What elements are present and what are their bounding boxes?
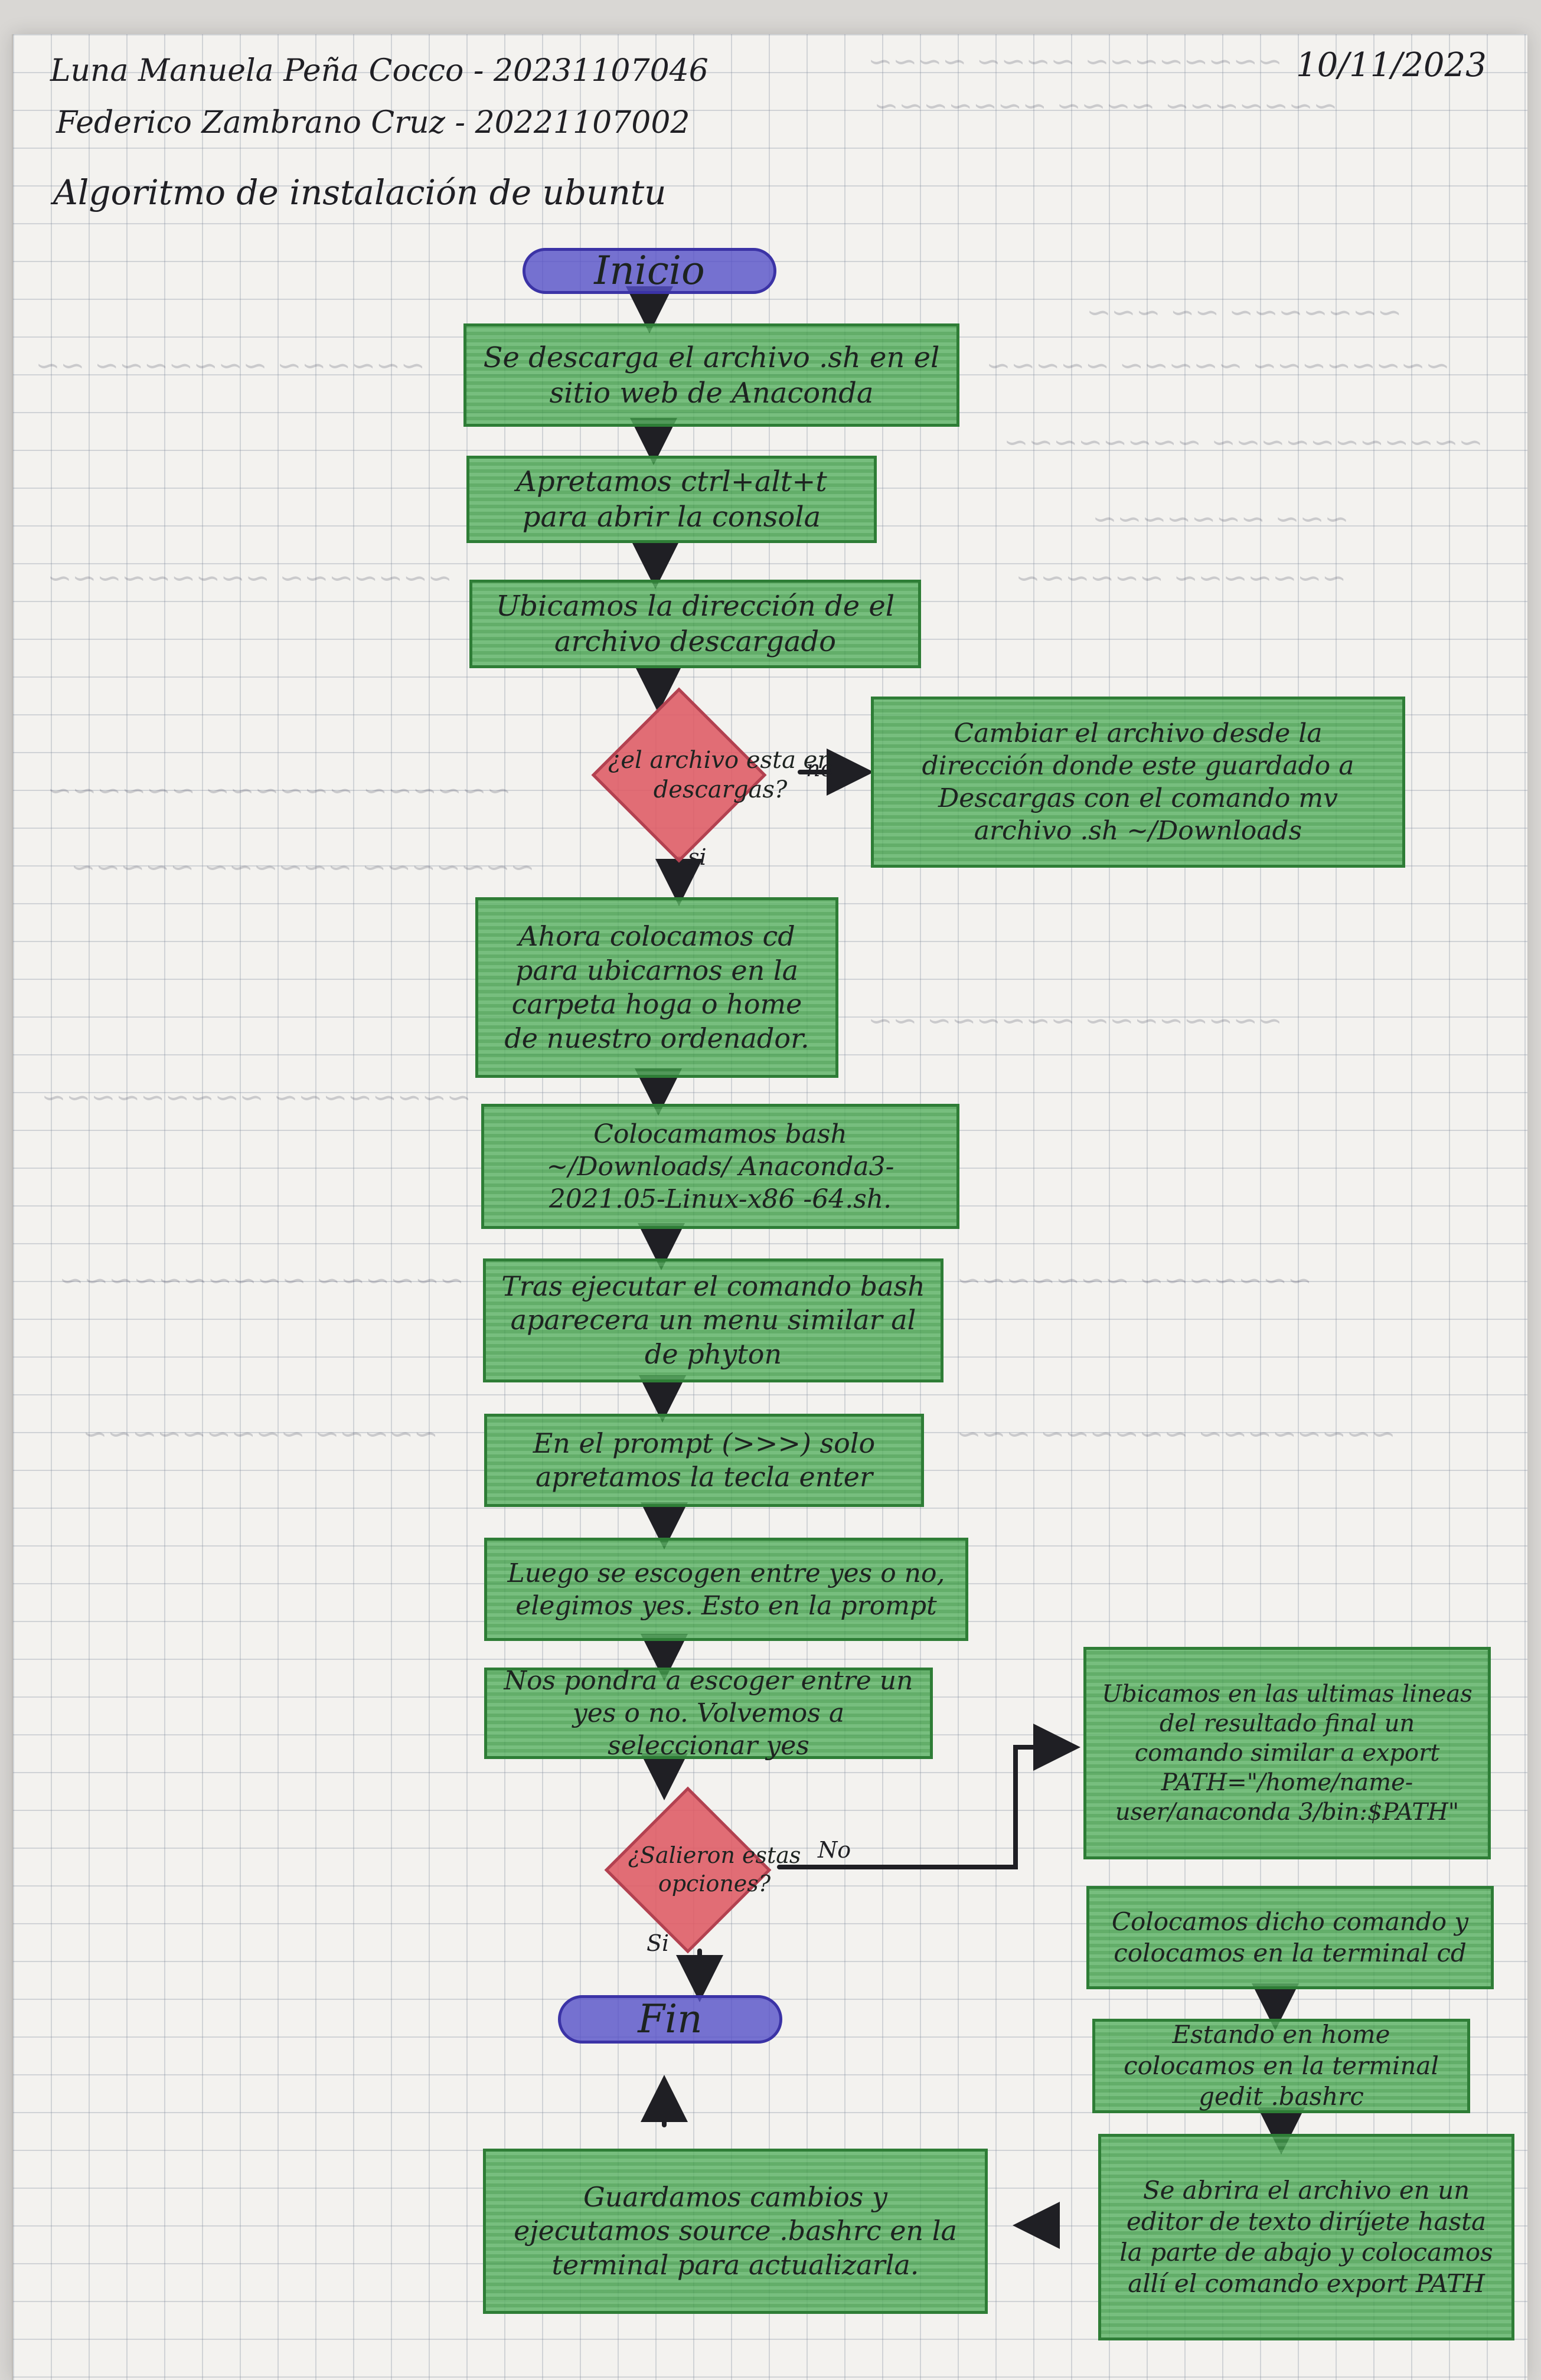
step-cd-home: Ahora colocamos cd para ubicarnos en la … [475, 897, 838, 1078]
step-menu: Tras ejecutar el comando bash aparecera … [483, 1258, 943, 1382]
step-locate-file: Ubicamos la dirección de el archivo desc… [469, 580, 921, 668]
author-1: Luna Manuela Peña Cocco - 20231107046 [50, 53, 709, 89]
step-move-file: Cambiar el archivo desde la dirección do… [871, 697, 1405, 868]
end-node: Fin [558, 1995, 782, 2044]
step-locate-export: Ubicamos en las ultimas lineas del resul… [1083, 1647, 1491, 1859]
start-node: Inicio [523, 248, 776, 294]
decision-in-downloads-text: ¿el archivo esta en descargas? [608, 746, 833, 803]
step-bash-command: Colocamamos bash ~/Downloads/ Anaconda3-… [481, 1104, 959, 1229]
step-open-console: Apretamos ctrl+alt+t para abrir la conso… [466, 456, 877, 543]
decision-options-no-label: No [818, 1837, 851, 1863]
step-choose-again: Nos pondra a escoger entre un yes o no. … [484, 1666, 933, 1761]
decision-options-yes-label: Si [647, 1930, 670, 1956]
page-title: Algoritmo de instalación de ubuntu [53, 172, 667, 212]
step-save-source: Guardamos cambios y ejecutamos source .b… [483, 2149, 988, 2314]
author-2: Federico Zambrano Cruz - 20221107002 [56, 105, 690, 140]
decision-in-downloads-yes-label: si [688, 844, 707, 870]
decision-in-downloads: ¿el archivo esta en descargas? [558, 687, 832, 862]
step-copy-command: Colocamos dicho comando y colocamos en l… [1086, 1886, 1494, 1989]
step-choose-yes: Luego se escogen entre yes o no, elegimo… [484, 1538, 968, 1641]
decision-in-downloads-no-label: no [806, 756, 834, 782]
decision-options: ¿Salieron estas opciones? [590, 1786, 801, 1953]
step-edit-file: Se abrira el archivo en un editor de tex… [1098, 2134, 1514, 2340]
date: 10/11/2023 [1296, 46, 1487, 84]
step-gedit-bashrc: Estando en home colocamos en la terminal… [1092, 2019, 1470, 2113]
step-download: Se descarga el archivo .sh en el sitio w… [463, 323, 959, 427]
decision-options-text: ¿Salieron estas opciones? [628, 1842, 801, 1897]
step-prompt-enter: En el prompt (>>>) solo apretamos la tec… [484, 1414, 924, 1507]
arrow [777, 1724, 1080, 1869]
